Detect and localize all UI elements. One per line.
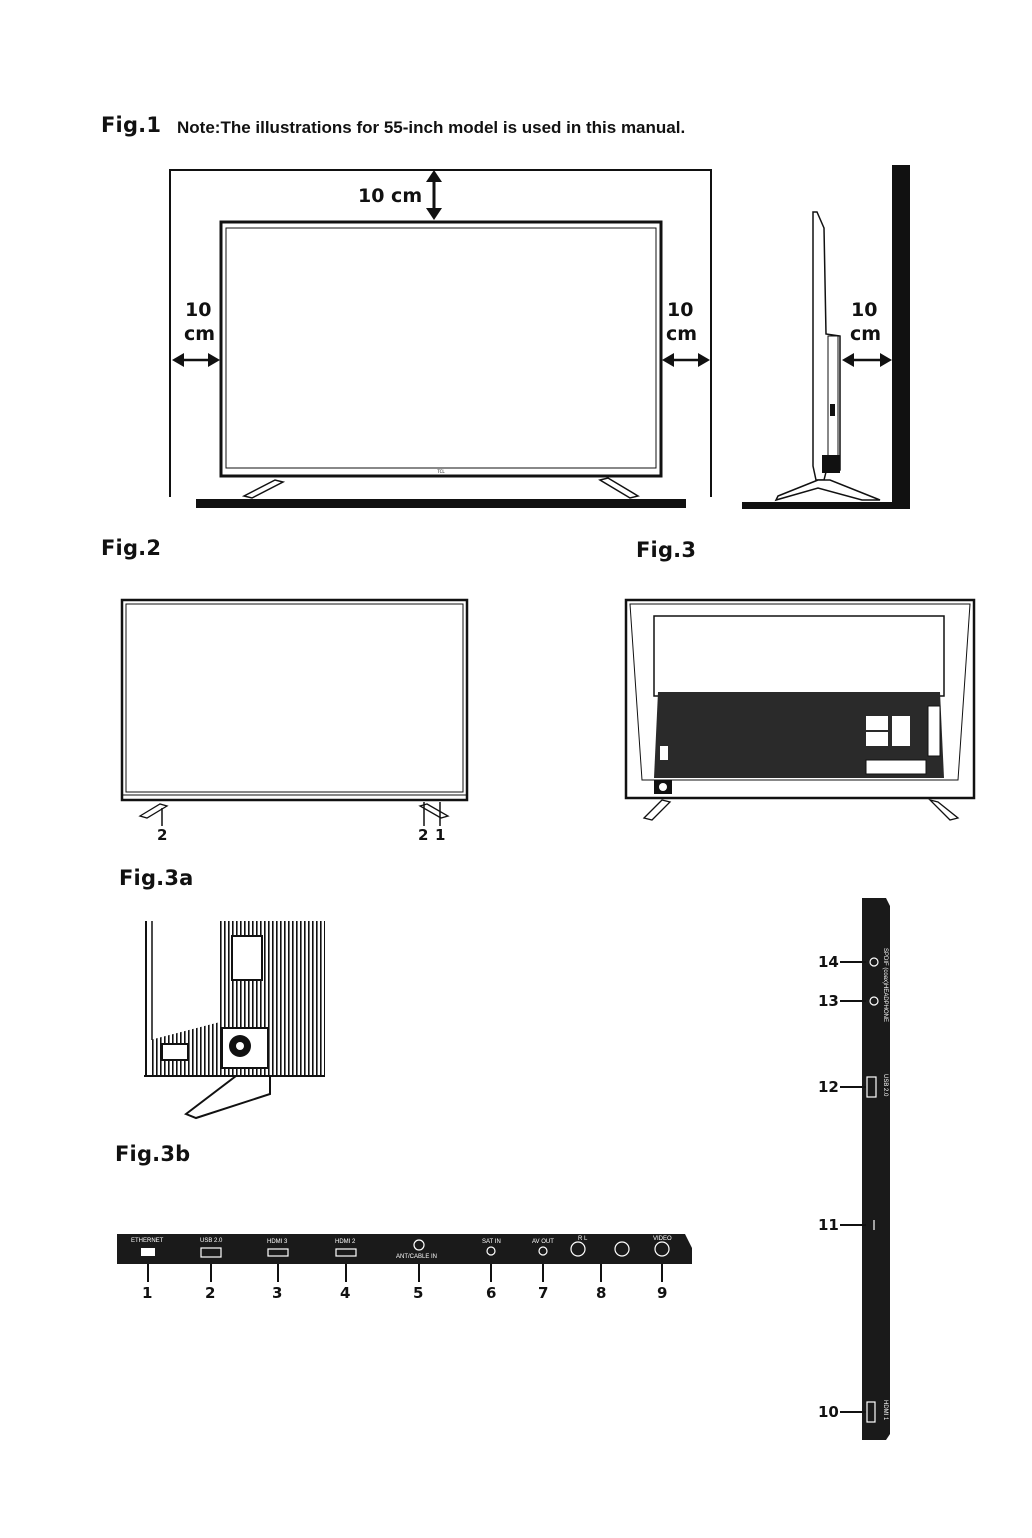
side-label-usb: USB 2.0: [882, 1074, 888, 1096]
side-callout-13: 13: [818, 992, 839, 1010]
side-label-spdif: SPDIF (coax): [882, 948, 888, 984]
side-callout-11: 11: [818, 1216, 839, 1234]
side-callout-10: 10: [818, 1403, 839, 1421]
side-label-headphone: HEADPHONE: [882, 984, 888, 1022]
side-callout-14: 14: [818, 953, 839, 971]
side-callout-12: 12: [818, 1078, 839, 1096]
side-label-hdmi1: HDMI 1: [882, 1400, 888, 1420]
